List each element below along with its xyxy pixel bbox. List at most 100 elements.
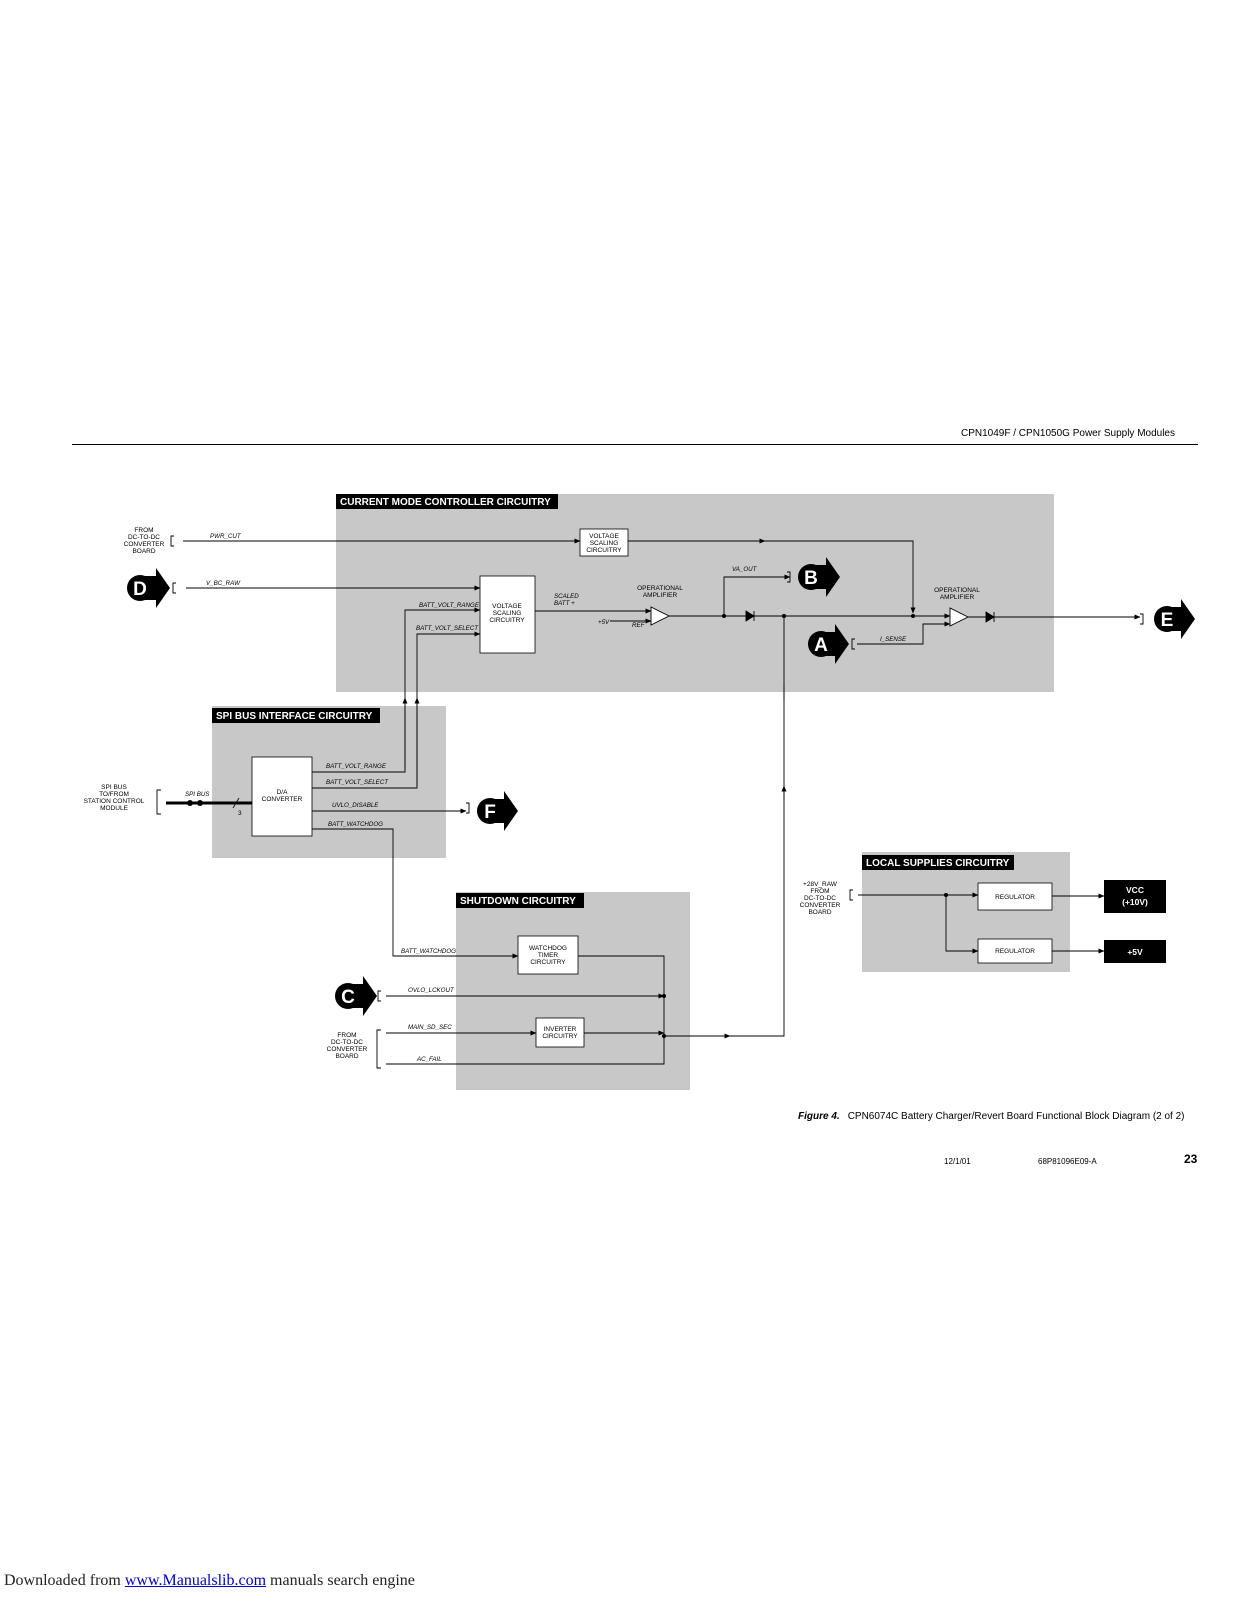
footer-page-number: 23 [1184,1152,1198,1166]
title-bar-current-mode [336,494,558,509]
svg-text:AMPLIFIER: AMPLIFIER [940,594,975,601]
svg-text:CIRCUITRY: CIRCUITRY [586,547,622,554]
source-label: DC-TO-DC [804,895,836,902]
signal-label: SCALED [554,593,579,600]
source-label: FROM [810,888,829,895]
svg-text:BOARD: BOARD [335,1053,358,1060]
svg-text:SCALING: SCALING [590,540,619,547]
title-bar-shutdown [456,893,584,908]
signal-label: UVLO_DISABLE [332,802,379,809]
svg-text:DC-TO-DC: DC-TO-DC [128,534,160,541]
bracket [466,802,470,814]
source-label: CONVERTER [124,541,165,548]
signal-label: AC_FAIL [416,1056,442,1063]
connector-b-letter: B [804,568,818,589]
svg-text:DC-TO-DC: DC-TO-DC [804,895,836,902]
bracket [1140,613,1144,625]
vcc-output-box [1104,880,1166,913]
block-label: INVERTER [544,1026,577,1033]
connector-f-letter: F [484,802,496,823]
section-title-current-mode: CURRENT MODE CONTROLLER CIRCUITRY [340,497,551,508]
signal-label: MAIN_SD_SEC [408,1024,452,1031]
svg-text:CONVERTER: CONVERTER [124,541,165,548]
block-label: CIRCUITRY [586,547,622,554]
figure-caption: Figure 4.CPN6074C Battery Charger/Revert… [798,1111,1185,1122]
block-label: VOLTAGE [589,533,619,540]
svg-text:CONVERTER: CONVERTER [800,902,841,909]
connector-b: B [798,557,840,597]
svg-text:CONVERTER: CONVERTER [262,796,303,803]
svg-text:BATT +: BATT + [554,600,575,607]
svg-text:+28V_RAW: +28V_RAW [803,881,838,888]
wire-ac-fail [386,1033,665,1065]
svg-text:SCALED: SCALED [554,593,579,600]
source-label: MODULE [100,805,128,812]
svg-text:VCC: VCC [1126,885,1144,895]
svg-text:CIRCUITRY: CIRCUITRY [489,617,525,624]
svg-text:BOARD: BOARD [132,548,155,555]
regulator-2-block [977,938,1053,964]
source-label: DC-TO-DC [128,534,160,541]
vcc-label: VCC [1126,885,1144,895]
signal-label: +5V [598,619,610,626]
source-label: CONVERTER [800,902,841,909]
wire-i-sense [857,621,951,645]
signal-label: BATT_WATCHDOG [328,821,383,828]
op-amp-label: AMPLIFIER [940,594,975,601]
signal-label: BATT_VOLT_SELECT [416,625,479,632]
svg-text:FROM: FROM [134,527,153,534]
svg-text:TO/FROM: TO/FROM [99,791,129,798]
signal-label: VA_OUT [732,566,758,573]
signal-label: I_SENSE [880,636,907,643]
source-label: FROM [337,1032,356,1039]
title-bar-spi-bus [212,708,380,723]
spi-bus-node [187,800,193,806]
svg-text:VOLTAGE: VOLTAGE [492,603,522,610]
block-label: WATCHDOG [529,945,567,952]
svg-text:FROM: FROM [810,888,829,895]
connector-e: E [1154,599,1195,639]
block-label: TIMER [538,952,559,959]
svg-text:SCALING: SCALING [493,610,522,617]
download-prefix: Downloaded from [4,1572,125,1589]
bracket [849,889,853,901]
section-shutdown [456,892,690,1090]
svg-text:SPI BUS: SPI BUS [101,784,127,791]
manualslib-link[interactable]: www.Manualslib.com [124,1572,267,1589]
figure-number: Figure 4. [798,1111,840,1122]
op-amp-label: OPERATIONAL [934,587,980,594]
svg-text:INVERTER: INVERTER [544,1026,577,1033]
wire-batt-volt-range-out [312,697,408,773]
junction-dot [662,1034,666,1038]
section-title-spi-bus: SPI BUS INTERFACE CIRCUITRY [216,711,373,722]
svg-text:(+10V): (+10V) [1122,897,1148,907]
bracket [170,535,174,547]
title-bar-local-supplies [862,855,1014,870]
wire-regulator-2-in [945,895,979,954]
junction-dot [662,994,666,998]
signal-label: REF [632,622,646,629]
connector-e-letter: E [1161,610,1174,631]
signal-label: BATT_VOLT_RANGE [419,602,480,609]
op-amp-label: AMPLIFIER [643,592,678,599]
svg-text:AMPLIFIER: AMPLIFIER [643,592,678,599]
svg-text:D/A: D/A [277,789,289,796]
voltage-scaling-main-block [479,575,536,654]
block-label: CIRCUITRY [542,1033,578,1040]
source-label: SPI BUS [101,784,127,791]
signal-label: BATT_VOLT_RANGE [326,763,387,770]
svg-text:TIMER: TIMER [538,952,559,959]
spi-bus-node [197,800,203,806]
connector-d: D [127,568,170,608]
source-label: FROM [134,527,153,534]
signal-label: PWR_CUT [210,533,242,540]
junction-dot [911,614,915,618]
svg-text:CIRCUITRY: CIRCUITRY [542,1033,578,1040]
page-header-title: CPN1049F / CPN1050G Power Supply Modules [961,428,1175,439]
connector-d-letter: D [133,579,147,600]
block-label: REGULATOR [995,894,1035,901]
svg-text:STATION CONTROL: STATION CONTROL [84,798,145,805]
connector-c: C [335,976,377,1016]
source-label: DC-TO-DC [331,1039,363,1046]
bracket [156,789,161,815]
